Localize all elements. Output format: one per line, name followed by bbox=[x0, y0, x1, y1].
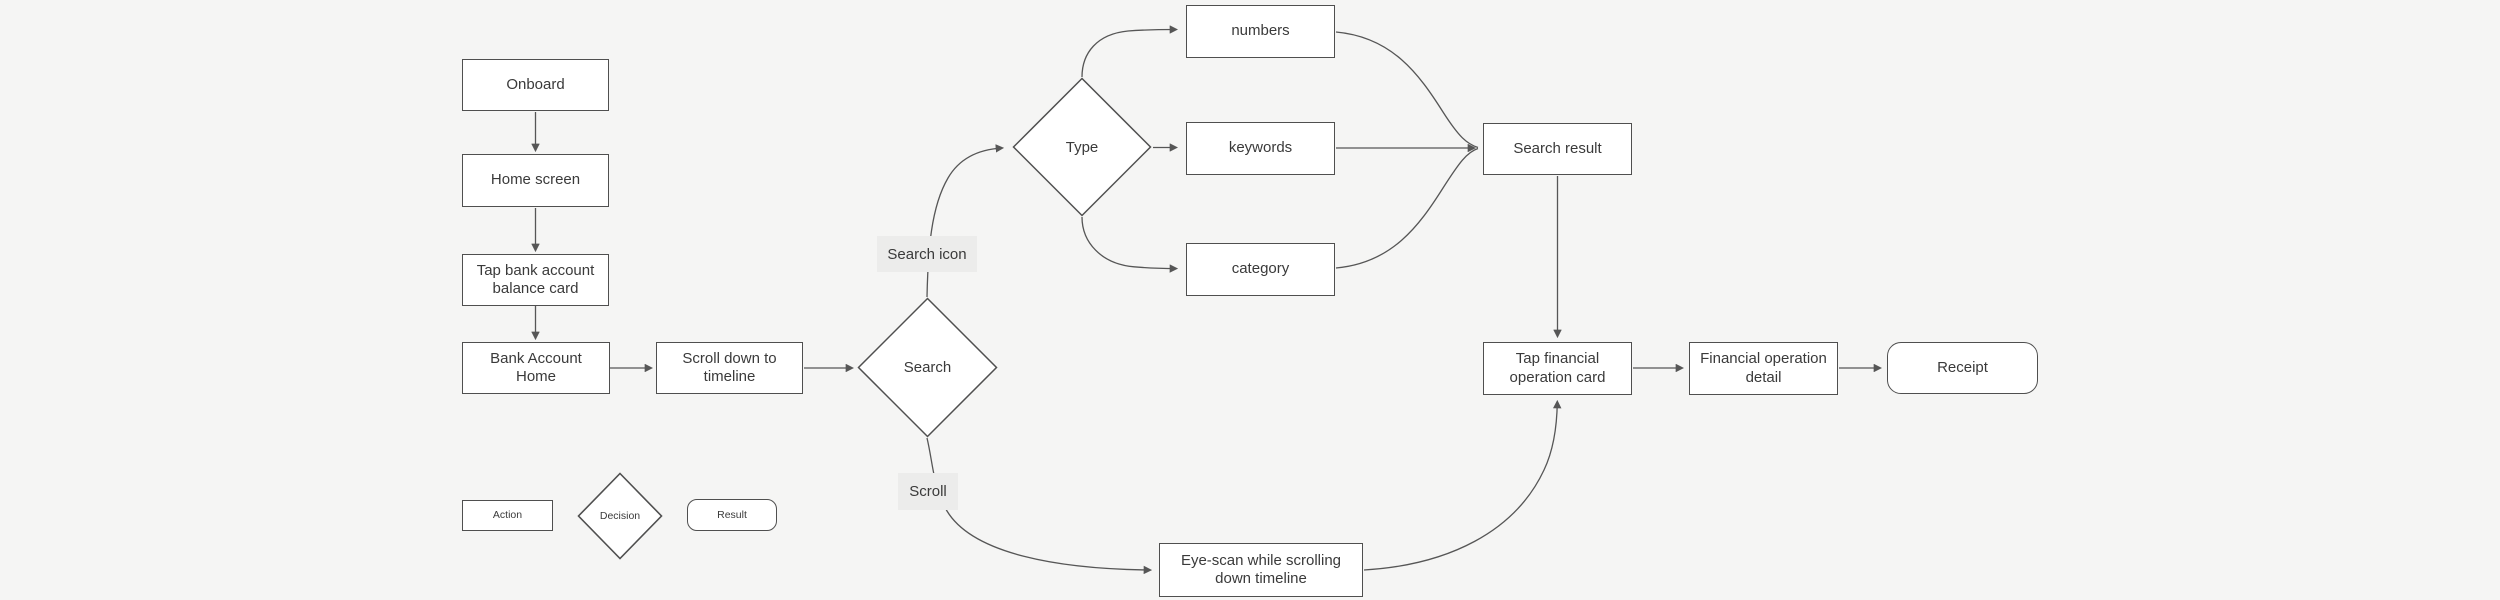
node-tap-bank-account-label: Tap bank account balance card bbox=[476, 261, 595, 297]
node-category-label: category bbox=[1231, 260, 1290, 278]
edge-type-to-numbers bbox=[1081, 25, 1179, 78]
node-search-decision: Search bbox=[857, 297, 998, 438]
node-bank-account-home-label: Bank Account Home bbox=[490, 349, 582, 385]
node-home-screen: Home screen bbox=[462, 154, 609, 207]
node-tap-bank-account: Tap bank account balance card bbox=[462, 254, 609, 306]
legend-action: Action bbox=[462, 500, 553, 531]
edge-label-scroll: Scroll bbox=[898, 473, 958, 510]
node-search-result: Search result bbox=[1483, 123, 1632, 175]
edge-category-to-search-result bbox=[1335, 147, 1479, 269]
node-keywords: keywords bbox=[1186, 122, 1335, 175]
node-scroll-down-timeline-label: Scroll down to timeline bbox=[682, 349, 777, 385]
node-numbers: numbers bbox=[1186, 5, 1335, 58]
legend-decision-label: Decision bbox=[599, 510, 641, 522]
edge-numbers-to-search-result bbox=[1335, 31, 1479, 149]
node-bank-account-home: Bank Account Home bbox=[462, 342, 610, 394]
edge-label-search-icon-text: Search icon bbox=[887, 245, 967, 263]
node-tap-financial-card-label: Tap financial operation card bbox=[1509, 350, 1606, 386]
node-type-decision: Type bbox=[1012, 77, 1152, 217]
node-receipt: Receipt bbox=[1887, 342, 2038, 394]
node-search-decision-label: Search bbox=[903, 359, 952, 376]
node-numbers-label: numbers bbox=[1231, 22, 1290, 40]
diamond-shape bbox=[857, 297, 998, 438]
node-financial-detail: Financial operation detail bbox=[1689, 342, 1838, 395]
node-onboard-label: Onboard bbox=[506, 75, 565, 93]
legend-result: Result bbox=[687, 499, 777, 531]
edge-eye-scan-to-tap-financial bbox=[1363, 399, 1562, 571]
node-tap-financial-card: Tap financial operation card bbox=[1483, 342, 1632, 395]
edge-search-to-eye-scan bbox=[926, 437, 1153, 575]
node-receipt-label: Receipt bbox=[1937, 358, 1988, 376]
node-financial-detail-label: Financial operation detail bbox=[1700, 350, 1827, 386]
edge-search-to-type bbox=[926, 144, 1005, 298]
edge-label-search-icon: Search icon bbox=[877, 236, 977, 272]
node-eye-scan-label: Eye-scan while scrolling down timeline bbox=[1180, 551, 1342, 587]
edge-label-scroll-text: Scroll bbox=[909, 483, 947, 500]
diamond-shape bbox=[577, 472, 663, 560]
node-category: category bbox=[1186, 243, 1335, 296]
node-onboard: Onboard bbox=[462, 59, 609, 111]
legend-action-label: Action bbox=[492, 509, 523, 522]
node-scroll-down-timeline: Scroll down to timeline bbox=[656, 342, 803, 394]
legend-decision: Decision bbox=[577, 472, 663, 560]
node-search-result-label: Search result bbox=[1513, 139, 1602, 157]
node-eye-scan: Eye-scan while scrolling down timeline bbox=[1159, 543, 1363, 597]
node-type-decision-label: Type bbox=[1065, 138, 1099, 156]
node-keywords-label: keywords bbox=[1228, 139, 1293, 157]
diamond-shape bbox=[1012, 77, 1152, 217]
node-home-screen-label: Home screen bbox=[490, 171, 581, 189]
legend-result-label: Result bbox=[717, 508, 747, 521]
edge-type-to-category bbox=[1081, 216, 1179, 273]
